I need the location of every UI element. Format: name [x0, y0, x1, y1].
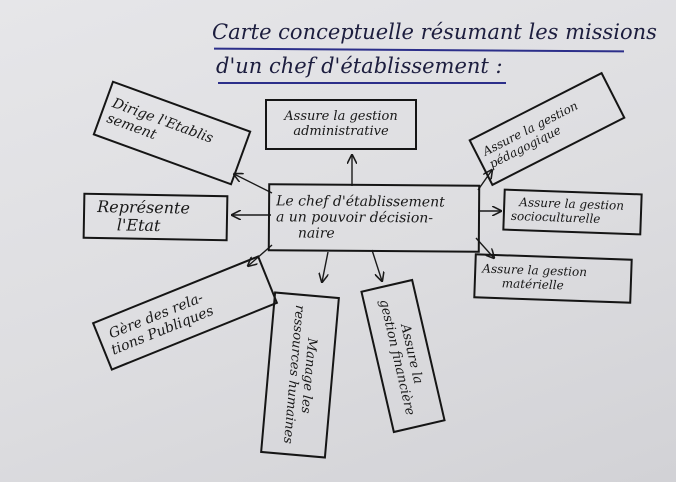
- node-gestion-materielle: Assure la gestion matérielle: [473, 253, 633, 304]
- node-socioculturelle-line-2: socioculturelle: [510, 208, 601, 226]
- map-title-line-1: Carte conceptuelle résumant les missions: [212, 20, 657, 44]
- arrow-to-relations: [248, 244, 273, 266]
- node-ressources-humaines: Manage les ressources humaines: [260, 291, 340, 459]
- node-represente-etat: Représente l'Etat: [82, 192, 229, 242]
- arrow-to-materielle: [475, 237, 494, 258]
- node-center-line-3: naire: [297, 225, 335, 242]
- arrow-to-ressources: [322, 251, 329, 282]
- node-administrative-line-1: Assure la gestion: [284, 108, 398, 124]
- arrow-to-financiere: [371, 249, 382, 281]
- node-center-line-2: a un pouvoir décision-: [275, 209, 434, 227]
- node-administrative-line-2: administrative: [293, 123, 389, 139]
- node-gestion-socioculturelle: Assure la gestion socioculturelle: [502, 188, 643, 236]
- map-title-line-2: d'un chef d'établissement :: [216, 54, 503, 78]
- node-gestion-administrative: Assure la gestion administrative: [265, 99, 417, 150]
- node-center: Le chef d'établissement a un pouvoir déc…: [267, 183, 481, 253]
- node-center-line-1: Le chef d'établissement: [276, 193, 445, 211]
- node-represente-line-2: l'Etat: [116, 215, 161, 236]
- arrow-to-dirige: [234, 174, 273, 194]
- title-underline-2: [218, 82, 506, 84]
- arrow-to-pedagogique: [477, 170, 492, 191]
